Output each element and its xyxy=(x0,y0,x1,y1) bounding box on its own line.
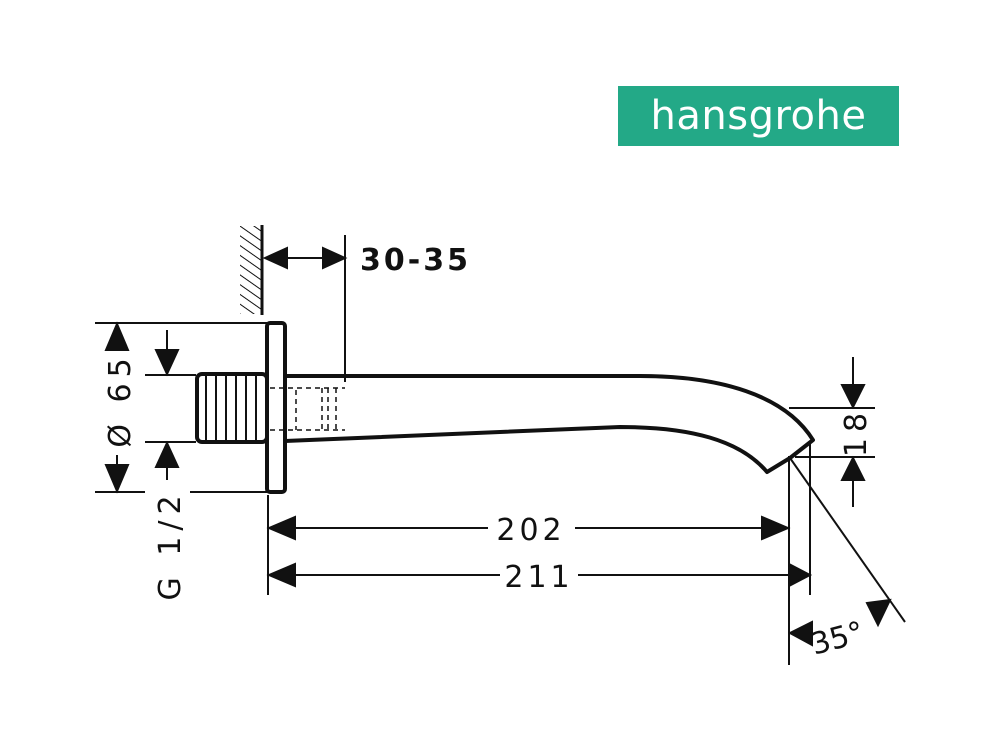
extension-lines xyxy=(267,442,811,665)
hansgrohe-logo: hansgrohe xyxy=(618,86,899,146)
outlet-angle-label: 35° xyxy=(807,615,867,663)
wall-flange xyxy=(265,321,287,494)
hidden-internal-thread xyxy=(270,387,345,432)
thread-size-label: G 1/2 xyxy=(153,489,188,600)
thread-connector xyxy=(195,372,269,444)
outlet-height-label: 18 xyxy=(839,407,874,457)
wall xyxy=(240,225,264,315)
flange-diameter-dimension xyxy=(95,321,267,494)
length-202-label: 202 xyxy=(496,513,565,548)
length-202-dimension xyxy=(266,515,791,541)
outlet-angle-dimension xyxy=(787,457,906,647)
spout-body xyxy=(284,374,815,474)
wall-distance-label: 30-35 xyxy=(360,243,471,278)
thread-size-dimension xyxy=(145,330,196,480)
flange-diameter-label: Ø 65 xyxy=(103,352,138,447)
wall-distance-dimension xyxy=(262,235,348,382)
outlet-height-dimension xyxy=(789,357,875,507)
length-211-label: 211 xyxy=(504,560,573,595)
length-211-dimension xyxy=(266,562,813,588)
logo-text: hansgrohe xyxy=(650,93,867,139)
